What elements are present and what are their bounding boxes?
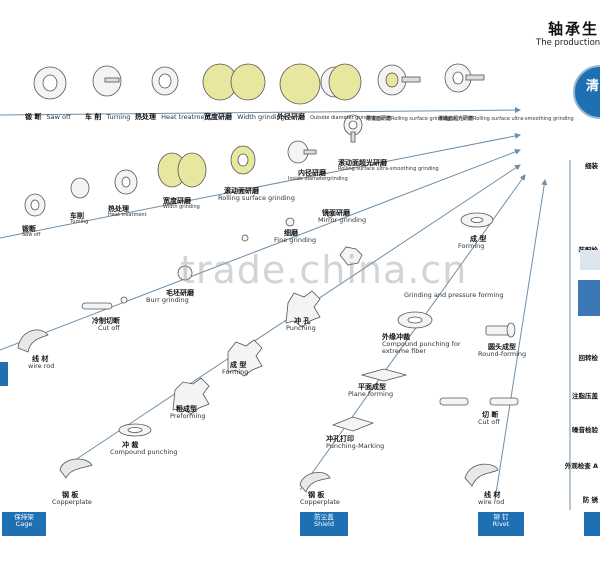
flow-line-shield bbox=[299, 174, 526, 491]
ball-parts bbox=[17, 212, 333, 353]
cage-parts bbox=[59, 246, 363, 479]
step-rolling-grinding: 滚道面研磨Rolling surface grinding bbox=[366, 116, 451, 122]
ball-tag-edge bbox=[0, 362, 8, 386]
right-tag-edge bbox=[584, 512, 600, 536]
step-turning: 车 削 Turning bbox=[85, 113, 131, 121]
right-photo-block-2 bbox=[580, 250, 600, 270]
right-circle bbox=[573, 65, 600, 119]
assembly-step-6: 外观检查 A bbox=[564, 462, 598, 470]
right-photo-block bbox=[578, 280, 600, 316]
assembly-step-1: 细装 bbox=[585, 162, 598, 170]
right-circle-char: 清 bbox=[586, 79, 600, 94]
od-grind-wheel bbox=[279, 63, 321, 105]
flow-line-outer-ring bbox=[0, 107, 521, 116]
flow-line-ball bbox=[0, 148, 521, 351]
step-od-grinding: 外径研磨 Outside diameter grinding bbox=[277, 113, 376, 121]
step-superfinish: 滚道面超光研磨Rolling surface ultra-smoothing g… bbox=[438, 116, 574, 122]
shield-step-grinding-pressure: Grinding and pressure forming bbox=[404, 291, 504, 299]
assembly-step-5: 噪音检验 bbox=[572, 426, 598, 434]
assembly-step-4: 注脂压盖 bbox=[572, 392, 598, 400]
flow-line-inner-ring bbox=[0, 133, 521, 239]
watermark: trade.china.cn bbox=[180, 248, 468, 292]
step-heat-treatment: 热处理 Heat treatment bbox=[135, 113, 212, 121]
flow-line-rivet bbox=[494, 179, 548, 501]
rivet-parts bbox=[439, 322, 519, 487]
shield-parts bbox=[299, 212, 494, 493]
page-subtitle: The production bbox=[536, 38, 600, 48]
assembly-step-7: 防 锈 bbox=[582, 496, 598, 504]
outer-ring-parts bbox=[33, 63, 485, 105]
assembly-step-3: 回转检 bbox=[578, 354, 599, 362]
inner-ring-parts bbox=[24, 114, 363, 217]
step-width-grinding: 宽度研磨 Width grinding bbox=[204, 113, 285, 121]
step-saw-off: 锻 断 Saw off bbox=[25, 113, 71, 121]
page-title: 轴承生 bbox=[548, 20, 600, 38]
